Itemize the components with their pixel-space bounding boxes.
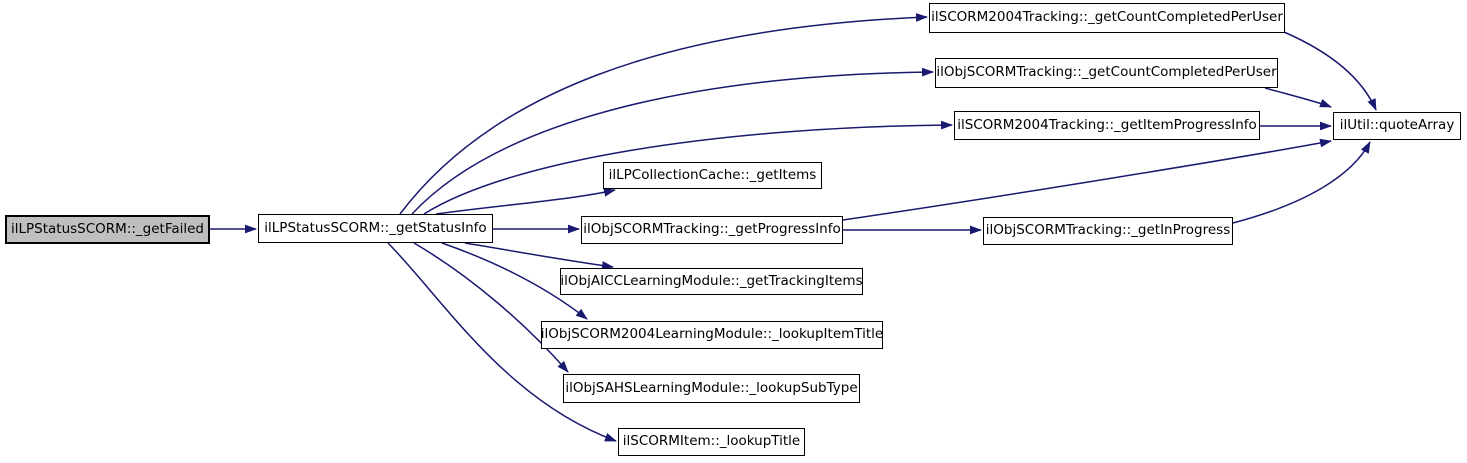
edge-getStatusInfo-to-lookupItemTitle [441, 242, 588, 320]
edge-getStatusInfo-to-getTrackingItems [464, 242, 614, 270]
node-getItems[interactable]: ilLPCollectionCache::_getItems [603, 162, 822, 189]
edge-getStatusInfo-to-getItems [435, 188, 616, 215]
node-quoteArray[interactable]: ilUtil::quoteArray [1333, 112, 1461, 140]
edge-getInProgress-to-quoteArray [1232, 141, 1371, 224]
node-lookupSubType[interactable]: ilObjSAHSLearningModule::_lookupSubType [563, 374, 860, 403]
node-lookupItemTitle[interactable]: ilObjSCORM2004LearningModule::_lookupIte… [541, 321, 883, 349]
edge-getStatusInfo-to-s2004CountCompleted [399, 13, 928, 215]
node-lookupTitle[interactable]: ilSCORMItem::_lookupTitle [618, 428, 805, 456]
node-getProgressInfo[interactable]: ilObjSCORMTracking::_getProgressInfo [581, 216, 843, 244]
edge-getStatusInfo-to-objCountCompleted [411, 67, 934, 215]
edge-s2004CountCompleted-to-quoteArray [1283, 31, 1377, 111]
edge-getStatusInfo-to-lookupTitle [387, 242, 617, 442]
edge-objCountCompleted-to-quoteArray [1264, 87, 1332, 108]
node-objCountCompleted[interactable]: ilObjSCORMTracking::_getCountCompletedPe… [935, 58, 1278, 88]
node-s2004ItemProgressInfo[interactable]: ilSCORM2004Tracking::_getItemProgressInf… [954, 111, 1260, 140]
edge-getStatusInfo-to-lookupSubType [413, 242, 569, 373]
node-s2004CountCompleted[interactable]: ilSCORM2004Tracking::_getCountCompletedP… [929, 3, 1285, 33]
node-getStatusInfo[interactable]: ilLPStatusSCORM::_getStatusInfo [258, 214, 493, 243]
edge-getStatusInfo-to-s2004ItemProgressInfo [423, 120, 953, 215]
edge-getProgressInfo-to-quoteArray [842, 138, 1332, 221]
node-getInProgress[interactable]: ilObjSCORMTracking::_getInProgress [983, 217, 1233, 245]
node-getTrackingItems[interactable]: ilObjAICCLearningModule::_getTrackingIte… [560, 268, 863, 295]
node-getFailed: ilLPStatusSCORM::_getFailed [5, 215, 210, 244]
